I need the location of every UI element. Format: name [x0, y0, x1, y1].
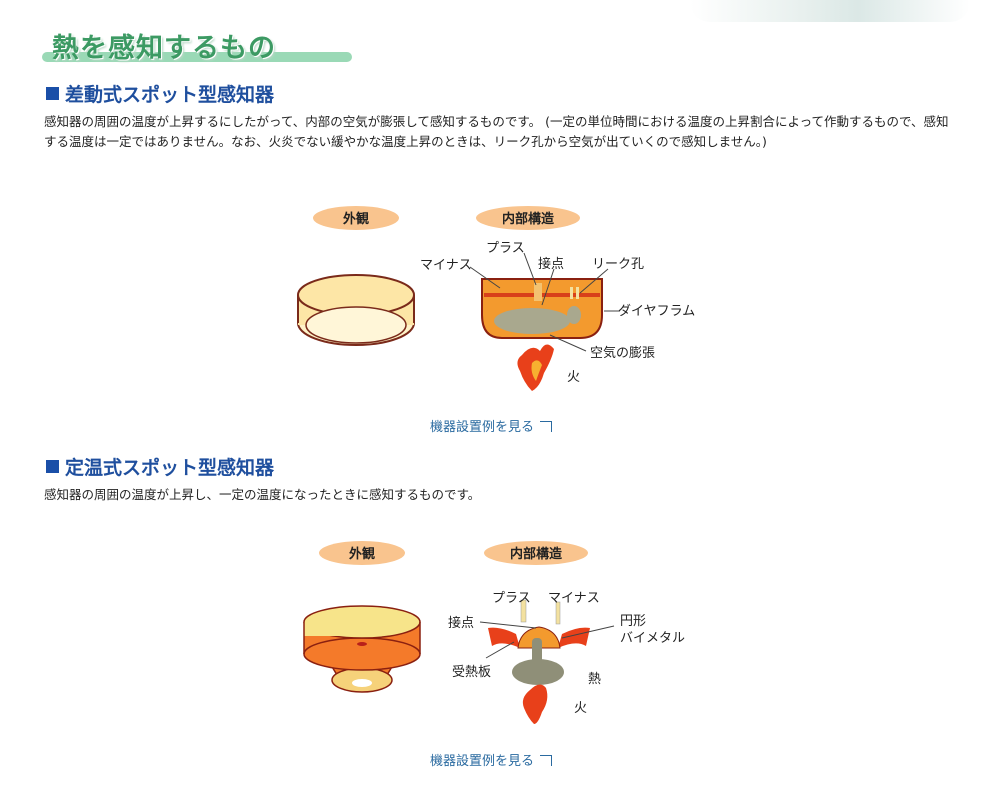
external-window-icon: [540, 755, 553, 766]
exterior-label: 外観: [348, 546, 375, 562]
label-contact: 接点: [448, 615, 474, 631]
square-bullet-icon: [46, 460, 59, 473]
page-title: 熱を感知するもの: [52, 33, 276, 64]
exterior-label: 外観: [342, 211, 369, 227]
link-text: 機器設置例を見る: [430, 754, 535, 769]
detector-interior-image: [488, 599, 590, 724]
label-bimetal: バイメタル: [620, 631, 685, 646]
label-circular: 円形: [620, 614, 646, 629]
label-leak-hole: リーク孔: [592, 257, 644, 272]
interior-label: 内部構造: [510, 546, 563, 562]
external-window-icon: [540, 421, 553, 432]
exterior-label-pill: [319, 541, 405, 565]
interior-label: 内部構造: [502, 211, 555, 227]
leader-lines: [469, 252, 620, 352]
section-heading-fixed-temperature: 定温式スポット型感知器: [46, 453, 274, 480]
heading-text: 差動式スポット型感知器: [65, 84, 275, 106]
label-minus: マイナス: [548, 591, 600, 606]
label-heat: 熱: [588, 672, 601, 687]
interior-label-pill: [476, 206, 580, 230]
label-air-expansion: 空気の膨張: [590, 345, 655, 361]
detector-interior-image: [481, 278, 603, 391]
label-diaphragm: ダイヤフラム: [618, 304, 695, 319]
leader-lines: [479, 621, 615, 659]
view-installation-example-link[interactable]: 機器設置例を見る: [430, 750, 553, 769]
section-heading-differential: 差動式スポット型感知器: [46, 80, 274, 107]
square-bullet-icon: [46, 87, 59, 100]
section-description: 感知器の周囲の温度が上昇するにしたがって、内部の空気が膨張して感知するものです。…: [44, 114, 949, 149]
heading-text: 定温式スポット型感知器: [65, 457, 275, 479]
view-installation-example-link[interactable]: 機器設置例を見る: [430, 416, 553, 435]
exterior-label-pill: [313, 206, 399, 230]
fixed-temperature-detector-diagram: 外観 内部構造 プラス マ: [303, 541, 685, 724]
header-decoration: [690, 0, 970, 22]
detector-exterior-image: [297, 274, 415, 346]
label-fire: 火: [574, 701, 587, 716]
section-description: 感知器の周囲の温度が上昇し、一定の温度になったときに感知するものです。: [44, 487, 481, 502]
link-text: 機器設置例を見る: [430, 420, 535, 435]
label-plus: プラス: [486, 241, 525, 256]
label-minus: マイナス: [420, 258, 472, 273]
title-underline: [42, 52, 352, 62]
interior-label-pill: [484, 541, 588, 565]
differential-detector-diagram: 外観 内部構造 マイナス プラス 接点: [297, 206, 695, 391]
label-fire: 火: [567, 370, 580, 385]
label-heat-plate: 受熱板: [452, 665, 491, 680]
detector-exterior-image: [303, 605, 421, 693]
label-plus: プラス: [492, 591, 531, 606]
label-contact: 接点: [538, 256, 564, 272]
